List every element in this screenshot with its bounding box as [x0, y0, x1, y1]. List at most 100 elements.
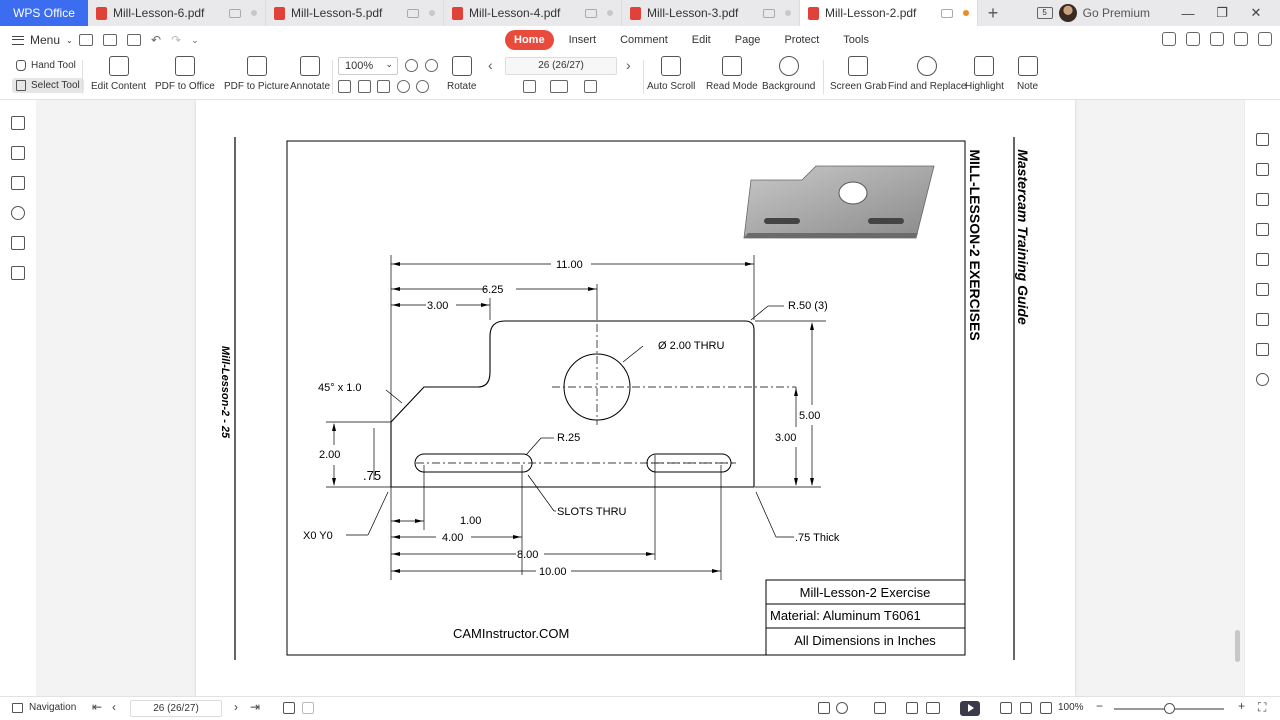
- single-view-icon[interactable]: [906, 702, 918, 714]
- single-page-icon[interactable]: [523, 80, 536, 93]
- restore-icon[interactable]: ❐: [1216, 5, 1228, 20]
- comment-icon[interactable]: [11, 176, 25, 190]
- select-tool-button[interactable]: Select Tool: [12, 78, 84, 93]
- prev-page-icon[interactable]: ‹: [112, 700, 116, 714]
- settings-icon[interactable]: [1210, 32, 1224, 46]
- edit-content-button[interactable]: Edit Content: [91, 56, 146, 92]
- continuous-view-icon[interactable]: [874, 702, 886, 714]
- highlight-button[interactable]: Highlight: [965, 56, 1004, 92]
- scrollbar-thumb[interactable]: [1235, 630, 1240, 662]
- minimize-icon[interactable]: —: [1181, 5, 1195, 21]
- auto-scroll-button[interactable]: Auto Scroll: [647, 56, 695, 92]
- vertical-scrollbar[interactable]: [1232, 100, 1242, 696]
- annotate-button[interactable]: Annotate: [290, 56, 330, 92]
- fit-width-icon[interactable]: [1040, 702, 1052, 714]
- fit-width-icon[interactable]: [377, 80, 390, 93]
- actual-size-icon[interactable]: [338, 80, 351, 93]
- prev-page-icon[interactable]: ‹: [488, 57, 493, 73]
- status-page-input[interactable]: 26 (26/27): [130, 700, 222, 717]
- help-icon[interactable]: [1256, 373, 1269, 386]
- signature-icon[interactable]: [11, 236, 25, 250]
- account-icon[interactable]: [1162, 32, 1176, 46]
- forward-icon[interactable]: [302, 702, 314, 714]
- form-icon[interactable]: [1256, 223, 1269, 236]
- pdf-to-office-button[interactable]: PDF to Office: [155, 56, 215, 92]
- avatar[interactable]: [1058, 4, 1077, 22]
- tab-mill-lesson-6[interactable]: Mill-Lesson-6.pdf: [88, 0, 266, 26]
- tab-page[interactable]: Page: [734, 34, 761, 46]
- add-tab-button[interactable]: +: [978, 0, 1008, 26]
- fullscreen-icon[interactable]: ⛶: [1258, 700, 1267, 714]
- app-home-tab[interactable]: WPS Office: [0, 0, 88, 26]
- tab-mill-lesson-2[interactable]: Mill-Lesson-2.pdf: [800, 0, 978, 26]
- more-icon[interactable]: [1234, 32, 1248, 46]
- workspace-badge[interactable]: 5: [1036, 7, 1053, 19]
- sign-icon[interactable]: [1256, 253, 1269, 266]
- continuous-icon[interactable]: [584, 80, 597, 93]
- double-page-icon[interactable]: [550, 80, 568, 93]
- print-icon[interactable]: [127, 34, 141, 46]
- next-page-icon[interactable]: ›: [626, 57, 631, 73]
- menu-button[interactable]: Menu⌄: [0, 33, 74, 47]
- save-icon[interactable]: [103, 34, 117, 46]
- go-premium-link[interactable]: Go Premium: [1082, 6, 1150, 20]
- undo-icon[interactable]: ↶: [151, 33, 162, 47]
- rotate-button[interactable]: Rotate: [447, 56, 476, 92]
- collapse-ribbon-icon[interactable]: [1258, 32, 1272, 46]
- quick-access-dropdown-icon[interactable]: ⌄: [191, 34, 199, 45]
- navigation-button[interactable]: Navigation: [12, 702, 76, 713]
- zoom-out-icon[interactable]: −: [1096, 699, 1104, 713]
- read-mode-button[interactable]: Read Mode: [706, 56, 758, 92]
- print-side-icon[interactable]: [1256, 283, 1269, 296]
- bookmark-icon[interactable]: [11, 116, 25, 130]
- outline-icon[interactable]: [1256, 313, 1269, 326]
- zoom-slider-knob[interactable]: [1164, 703, 1175, 714]
- hand-tool-button[interactable]: Hand Tool: [12, 58, 80, 73]
- dual-view-icon[interactable]: [926, 702, 940, 714]
- zoom-percent[interactable]: 100%: [1058, 702, 1084, 713]
- attachment-icon[interactable]: [11, 206, 25, 220]
- open-folder-icon[interactable]: [79, 34, 93, 46]
- tab-tools[interactable]: Tools: [843, 34, 869, 46]
- next-page-icon[interactable]: ›: [234, 700, 238, 714]
- rotate-right-icon[interactable]: [416, 80, 429, 93]
- play-slideshow-button[interactable]: [960, 701, 980, 716]
- tab-comment[interactable]: Comment: [620, 34, 668, 46]
- rotate-left-icon[interactable]: [397, 80, 410, 93]
- background-button[interactable]: Background: [762, 56, 815, 92]
- zoom-in-icon[interactable]: [425, 59, 438, 72]
- fit-icon[interactable]: [818, 702, 830, 714]
- find-replace-button[interactable]: Find and Replace: [888, 56, 966, 92]
- pdf-to-picture-button[interactable]: PDF to Picture: [224, 56, 289, 92]
- note-button[interactable]: Note: [1017, 56, 1038, 92]
- page-number-input[interactable]: 26 (26/27): [505, 57, 617, 75]
- convert-icon[interactable]: [1256, 193, 1269, 206]
- search-panel-icon[interactable]: [11, 266, 25, 280]
- properties-icon[interactable]: [1256, 133, 1269, 146]
- first-page-icon[interactable]: ⇤: [92, 700, 103, 714]
- back-icon[interactable]: [283, 702, 295, 714]
- tab-mill-lesson-5[interactable]: Mill-Lesson-5.pdf: [266, 0, 444, 26]
- edit-icon[interactable]: [1256, 163, 1269, 176]
- tab-mill-lesson-4[interactable]: Mill-Lesson-4.pdf: [444, 0, 622, 26]
- thumbnail-icon[interactable]: [11, 146, 25, 160]
- close-icon[interactable]: ✕: [1250, 5, 1262, 20]
- eye-mode-icon[interactable]: [836, 702, 848, 714]
- translate-icon[interactable]: [1256, 343, 1269, 356]
- tab-mill-lesson-3[interactable]: Mill-Lesson-3.pdf: [622, 0, 800, 26]
- actual-size-icon[interactable]: [1000, 702, 1012, 714]
- fit-page-icon[interactable]: [1020, 702, 1032, 714]
- last-page-icon[interactable]: ⇥: [250, 700, 261, 714]
- zoom-in-icon[interactable]: +: [1238, 699, 1246, 713]
- redo-icon[interactable]: ↷: [171, 33, 182, 47]
- tab-edit[interactable]: Edit: [691, 34, 711, 46]
- tab-insert[interactable]: Insert: [568, 34, 597, 46]
- screen-grab-button[interactable]: Screen Grab: [830, 56, 887, 92]
- document-area[interactable]: Mill-Lesson-2 - 25 MILL-LESSON-2 EXERCIS…: [36, 100, 1244, 696]
- tab-home[interactable]: Home: [505, 30, 554, 50]
- tab-protect[interactable]: Protect: [784, 34, 820, 46]
- fit-page-icon[interactable]: [358, 80, 371, 93]
- share-icon[interactable]: [1186, 32, 1200, 46]
- zoom-out-icon[interactable]: [405, 59, 418, 72]
- zoom-select[interactable]: 100%⌄: [338, 57, 398, 75]
